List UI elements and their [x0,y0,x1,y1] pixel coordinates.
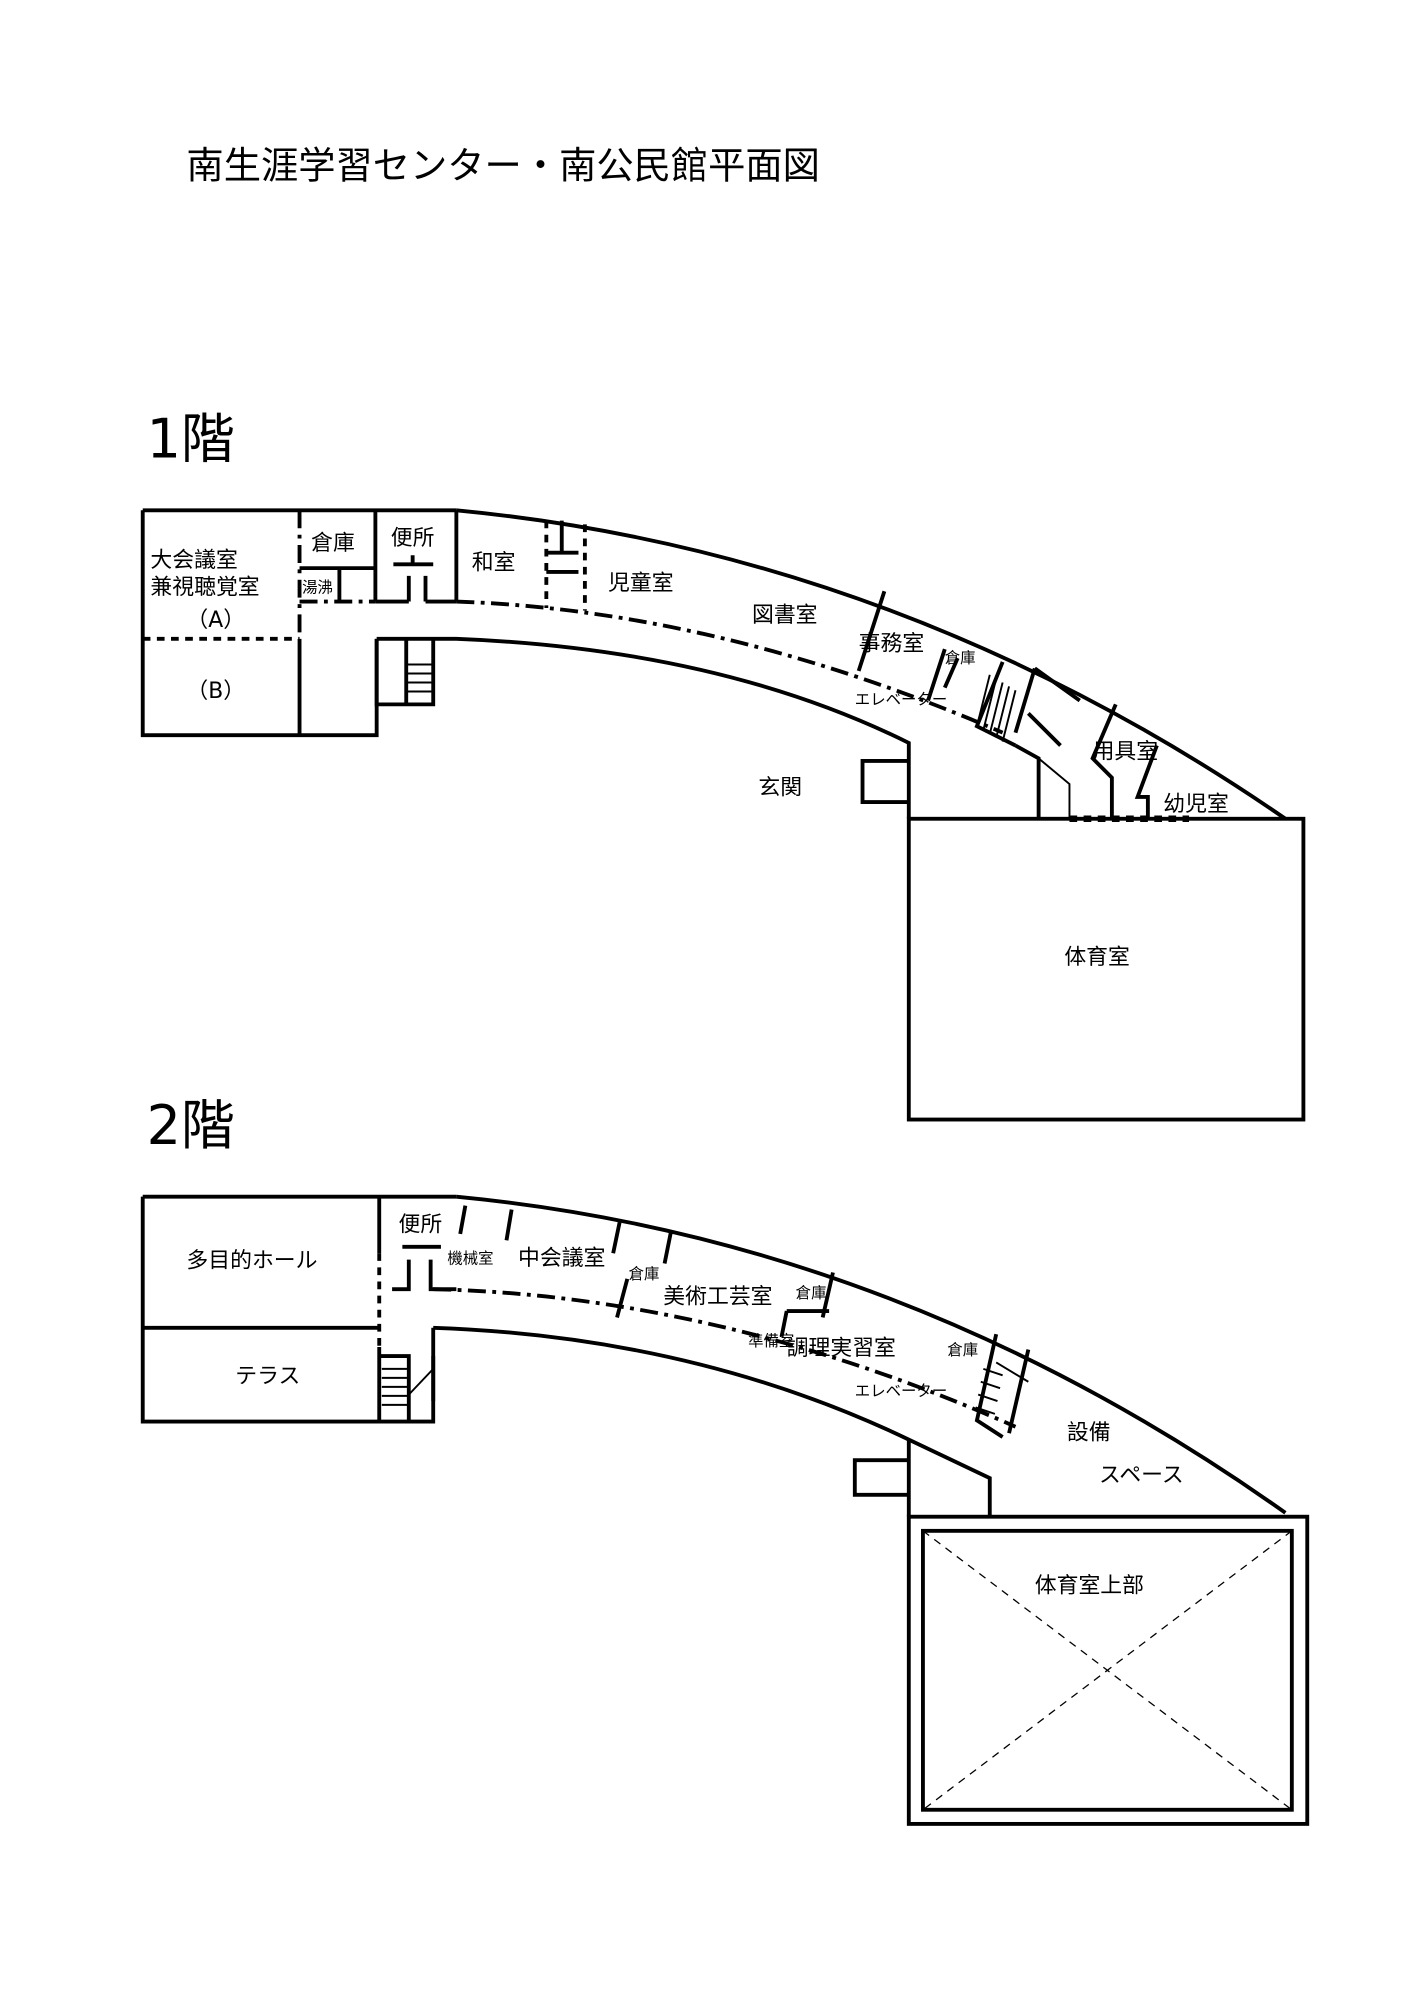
room-label: 調理実習室 [787,1336,896,1361]
stairs [374,638,436,707]
room-label: 便所 [399,1212,443,1237]
wall [1038,757,1071,819]
wall [926,648,960,702]
room-label: 準備室 [748,1332,794,1350]
corridor-wall [433,1287,1017,1429]
corridor-wall [456,599,1004,735]
floor-2-label: 2階 [147,1094,235,1157]
room-label: 兼視聴覚室 [150,575,259,600]
stairs-steps [381,1367,434,1406]
outer-wall [456,1194,1287,1515]
room-label: 玄関 [758,775,802,800]
room-label: 倉庫 [629,1265,660,1283]
outer-wall [456,508,1287,821]
gym-upper [906,1514,1310,1826]
page-title: 南生涯学習センター・南公民館平面図 [186,144,820,188]
room-label: 設備 [1067,1421,1111,1446]
corridor-wall [433,1325,992,1517]
room-label: 用具室 [1093,739,1159,764]
corridor-wall [376,636,911,819]
room-label: 美術工芸室 [663,1284,772,1309]
room-label: 児童室 [608,571,674,596]
room-label: 倉庫 [796,1284,827,1302]
room-label: 和室 [472,550,516,575]
void-cross [922,1530,1293,1811]
room-label: （A） [186,608,245,633]
floor-1-label: 1階 [147,408,235,471]
room-label: 大会議室 [150,548,237,573]
floor-2-plan: 2階 多目的ホール テラス 便所 機械室 中会議室 倉庫 美術工芸室 倉庫 準備… [140,1094,1310,1826]
floor-1-plan: 1階 大会議室 兼視聴覚室 （A） （B） [140,408,1306,1122]
room-label: （B） [186,679,245,704]
room-label: 体育室上部 [1035,1574,1144,1599]
gym-upper-inner [921,1528,1294,1812]
room-label: 図書室 [752,603,818,628]
entrance-porch [852,1439,911,1517]
room-label: 倉庫 [947,1341,978,1359]
room-label: 機械室 [447,1249,493,1267]
room-label: テラス [235,1364,300,1389]
stairs-steps [406,663,434,693]
wall [546,520,579,574]
room-label: 中会議室 [518,1246,605,1271]
gym [906,816,1306,1122]
room-label: エレベーター [855,690,947,708]
entrance-porch [860,758,909,804]
wall [299,510,459,602]
wall [140,1194,457,1424]
room-label: 事務室 [859,631,925,656]
partition [544,520,587,611]
room-label: スペース [1099,1463,1184,1488]
room-label: 倉庫 [311,531,355,556]
room-label: 体育室 [1064,945,1130,970]
room-label: 湯沸 [302,579,333,597]
wall [375,555,457,604]
room-label: 便所 [391,526,435,551]
stairs-steps [975,674,1017,742]
room-label: エレベーター [855,1382,947,1400]
room-label: 幼児室 [1163,792,1229,817]
stairs-steps [975,1361,1029,1415]
stairs [379,1354,436,1422]
wall [458,1205,1031,1439]
room-label: 倉庫 [945,649,976,667]
room-label: 多目的ホール [186,1248,317,1273]
